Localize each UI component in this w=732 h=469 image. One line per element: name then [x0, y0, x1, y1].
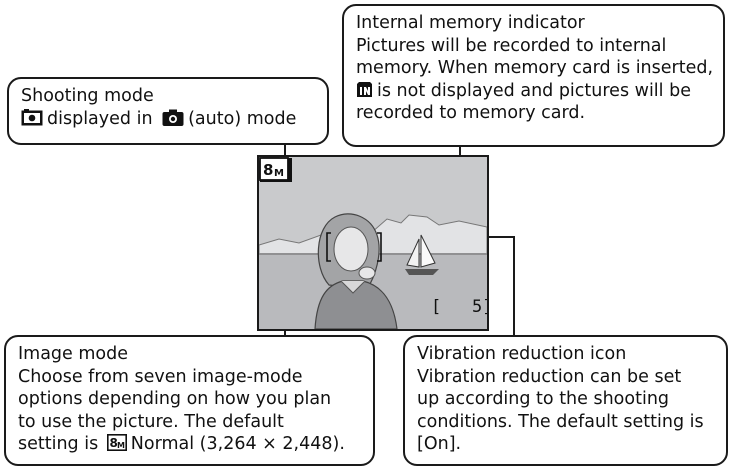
- auto-mode-camera-icon: [162, 109, 184, 126]
- svg-text:8: 8: [109, 436, 117, 450]
- callout-text: Vibration reduction can be set: [417, 366, 682, 387]
- internal-memory-icon: [357, 81, 372, 97]
- callout-text: Pictures will be recorded to internal: [356, 35, 667, 56]
- callout-title: Shooting mode: [21, 86, 154, 106]
- camera-monitor-screen: VR 8 M [ 5]: [257, 155, 489, 331]
- callout-title: Internal memory indicator: [356, 13, 585, 33]
- callout-internal-memory: Internal memory indicator Pictures will …: [342, 4, 725, 147]
- callout-text: [On].: [417, 434, 462, 454]
- callout-text: displayed in: [47, 108, 153, 129]
- svg-text:8: 8: [263, 161, 273, 179]
- callout-text: Normal (3,264 × 2,448).: [130, 434, 345, 454]
- callout-text: to use the picture. The default: [18, 411, 284, 432]
- camera-icon: [21, 108, 43, 125]
- callout-text: up according to the shooting: [417, 389, 670, 409]
- callout-vibration-reduction: Vibration reduction icon Vibration reduc…: [403, 335, 728, 466]
- callout-text: setting is: [18, 434, 99, 454]
- callout-title: Image mode: [18, 344, 128, 364]
- callout-text: is not displayed and pictures will be: [377, 80, 691, 101]
- svg-text:M: M: [117, 441, 125, 450]
- callout-text: Choose from seven image-mode: [18, 366, 303, 387]
- callout-image-mode: Image mode Choose from seven image-mode …: [4, 335, 375, 466]
- callout-text: conditions. The default setting is: [417, 411, 704, 432]
- callout-shooting-mode: Shooting mode displayed in (auto) mode: [7, 77, 329, 145]
- callout-text: memory. When memory card is inserted,: [356, 58, 714, 78]
- image-mode-normal-icon: 8 M: [106, 434, 127, 451]
- callout-text: options depending on how you plan: [18, 389, 332, 409]
- callout-text: (auto) mode: [188, 108, 297, 129]
- image-mode-icon: 8 M: [259, 157, 289, 181]
- svg-text:M: M: [274, 168, 284, 179]
- callout-text: recorded to memory card.: [356, 103, 586, 123]
- callout-title: Vibration reduction icon: [417, 344, 627, 364]
- exposures-remaining: [ 5]: [431, 297, 489, 317]
- preview-photo-illustration: [259, 157, 487, 329]
